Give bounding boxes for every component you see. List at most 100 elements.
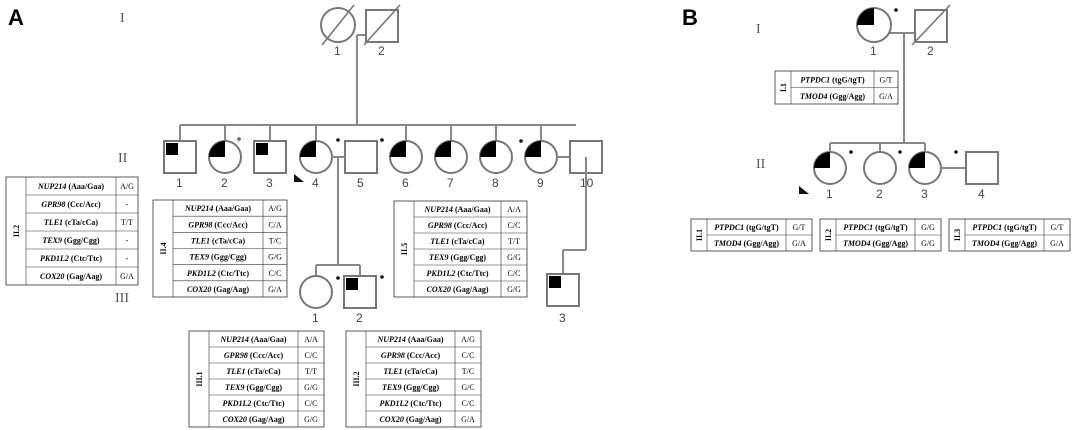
table-id-label: II.2 xyxy=(12,225,21,237)
gene-cell: NUP214 (Aaa/Gaa) xyxy=(37,182,104,191)
genotype-cell: T/C xyxy=(269,236,281,245)
gene-cell: TLE1 (cTa/cCa) xyxy=(226,367,280,376)
individual-a-II1 xyxy=(163,140,197,174)
individual-b-I2 xyxy=(911,4,951,46)
individual-a-II9 xyxy=(519,139,558,174)
individual-a-II2 xyxy=(208,137,242,174)
individual-b-II1 xyxy=(799,150,853,194)
genotype-cell: C/C xyxy=(462,399,475,408)
genotype-cell: A/A xyxy=(507,205,521,214)
number-a-II9: 9 xyxy=(537,176,544,190)
genotype-cell: G/A xyxy=(879,92,893,101)
proband-arrow xyxy=(294,174,304,182)
individual-a-I2 xyxy=(363,4,401,46)
gene-cell: PTPDC1 (tgG/tgT) xyxy=(714,223,779,232)
gene-cell: TLE1 (cTa/cCa) xyxy=(430,237,484,246)
number-a-III1: 1 xyxy=(312,311,319,325)
genotype-cell: C/C xyxy=(462,351,475,360)
gene-cell: PKD1L2 (Ctc/Ttc) xyxy=(223,399,285,408)
gene-cell: COX20 (Gag/Aag) xyxy=(222,415,284,424)
gene-cell: NUP214 (Aaa/Gaa) xyxy=(184,204,251,213)
number-a-III2: 2 xyxy=(356,311,363,325)
number-a-II7: 7 xyxy=(447,176,454,190)
gene-cell: TLE1 (cTa/cCa) xyxy=(191,236,245,245)
gene-cell: PKD1L2 (Ctc/Ttc) xyxy=(187,269,249,278)
panel-a-label: A xyxy=(8,5,24,30)
gen-label-a-III: III xyxy=(115,291,129,306)
genotype-cell: G/G xyxy=(507,285,521,294)
genotype-cell: C/C xyxy=(508,221,521,230)
gen-label-b-II: II xyxy=(756,157,766,172)
genotype-cell: - xyxy=(126,200,129,209)
genotype-cell: T/T xyxy=(508,237,520,246)
genotype-cell: C/C xyxy=(305,351,318,360)
genotype-cell: T/T xyxy=(305,367,317,376)
gene-cell: GPR98 (Ccc/Acc) xyxy=(381,351,441,360)
genotype-cell: - xyxy=(126,236,129,245)
individual-b-II2 xyxy=(863,150,902,185)
gene-cell: TEX9 (Ggg/Cgg) xyxy=(429,253,486,262)
gene-cell: PTPDC1 (tgG/tgT) xyxy=(972,223,1037,232)
gene-cell: TMOD4 (Ggg/Agg) xyxy=(714,239,779,248)
gene-cell: TEX9 (Ggg/Cgg) xyxy=(189,253,246,262)
individual-a-II4 xyxy=(294,138,340,182)
individual-b-I1 xyxy=(856,7,898,43)
genotype-cell: C/A xyxy=(268,220,282,229)
gene-cell: TMOD4 (Ggg/Agg) xyxy=(800,92,865,101)
number-a-III3: 3 xyxy=(559,311,566,325)
gene-cell: COX20 (Gag/Aag) xyxy=(40,272,102,281)
genotype-cell: A/A xyxy=(304,335,318,344)
individual-a-II7 xyxy=(434,140,468,174)
genotype-cell: C/C xyxy=(305,399,318,408)
genotype-cell: G/A xyxy=(268,285,282,294)
genotype-cell: G/A xyxy=(120,272,134,281)
gene-cell: PTPDC1 (tgG/tgT) xyxy=(843,223,908,232)
table-id-label: II.4 xyxy=(159,242,168,254)
genotype-cell: G/T xyxy=(1051,223,1064,232)
genotype-cell: G/A xyxy=(461,415,475,424)
genotype-cell: G/G xyxy=(304,383,318,392)
gene-cell: PKD1L2 (Ctc/Ttc) xyxy=(427,269,489,278)
gene-cell: GPR98 (Ccc/Acc) xyxy=(224,351,284,360)
number-a-II6: 6 xyxy=(402,176,409,190)
table-id-label: II.2 xyxy=(824,229,833,241)
number-a-II5: 5 xyxy=(357,176,364,190)
gene-cell: NUP214 (Aaa/Gaa) xyxy=(423,205,490,214)
number-b-II2: 2 xyxy=(876,187,883,201)
gene-cell: TLE1 (cTa/cCa) xyxy=(44,218,98,227)
gene-cell: COX20 (Gag/Aag) xyxy=(379,415,441,424)
gene-cell: PKD1L2 (Ctc/Ttc) xyxy=(40,254,102,263)
genotype-cell: A/G xyxy=(461,335,475,344)
genotype-cell: C/C xyxy=(269,269,282,278)
genotype-cell: G/G xyxy=(268,253,282,262)
table-id-label: II.3 xyxy=(953,229,962,241)
genotype-tables: II.2 NUP214 (Aaa/Gaa) A/G GPR98 (Ccc/Acc) - T… xyxy=(5,70,1071,428)
genotype-cell: G/A xyxy=(1050,239,1064,248)
red-dot-marker xyxy=(237,137,241,141)
gene-cell: TLE1 (cTa/cCa) xyxy=(383,367,437,376)
genotype-cell: G/C xyxy=(461,383,474,392)
individual-b-II3 xyxy=(908,150,958,185)
proband-arrow-b xyxy=(799,186,809,194)
table-id-label: III.1 xyxy=(195,371,204,386)
gene-cell: TMOD4 (Ggg/Agg) xyxy=(972,239,1037,248)
genotype-cell: G/A xyxy=(792,239,806,248)
gene-cell: TMOD4 (Ggg/Agg) xyxy=(843,239,908,248)
table-id-label: II.1 xyxy=(695,229,704,241)
individual-a-III3 xyxy=(546,273,580,307)
gene-cell: TEX9 (Ggg/Cgg) xyxy=(42,236,99,245)
number-a-II3: 3 xyxy=(266,176,273,190)
gene-cell: GPR98 (Ccc/Acc) xyxy=(428,221,488,230)
gene-cell: PTPDC1 (tgG/tgT) xyxy=(800,75,865,84)
number-a-II1: 1 xyxy=(176,176,183,190)
genotype-cell: A/G xyxy=(120,182,134,191)
number-a-I1: 1 xyxy=(334,44,341,58)
